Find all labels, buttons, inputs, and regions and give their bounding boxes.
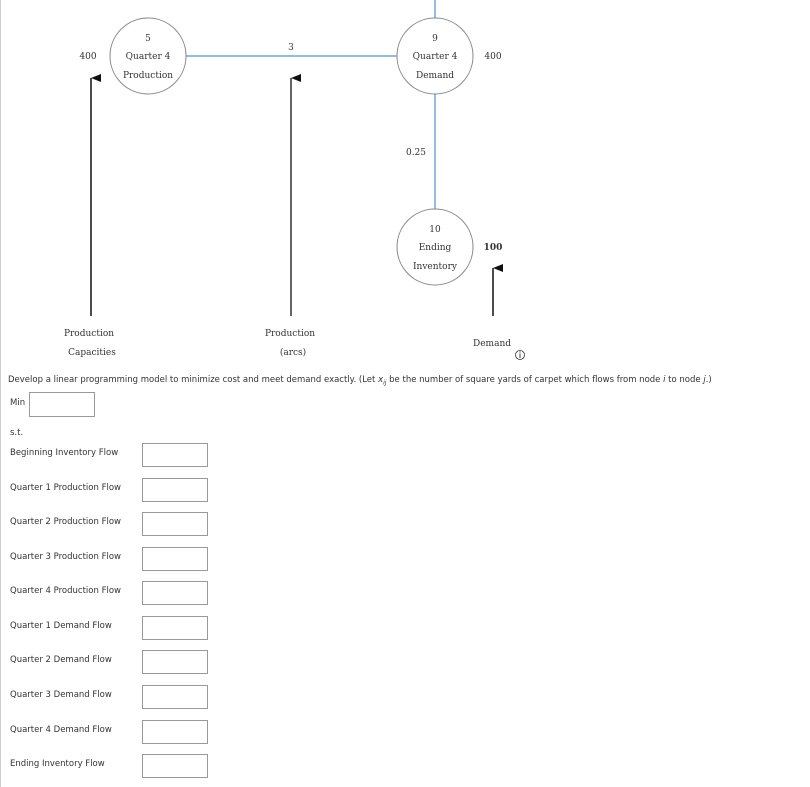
node-10-line1: Ending bbox=[419, 243, 452, 253]
constraint-input[interactable] bbox=[142, 616, 208, 640]
instructions-text-2: be the number of square yards of carpet … bbox=[386, 375, 664, 385]
node-10 bbox=[396, 208, 474, 286]
constraint-label: Quarter 4 Demand Flow bbox=[10, 725, 112, 735]
constraint-label: Beginning Inventory Flow bbox=[10, 448, 119, 458]
legend-arcs-line1: Production bbox=[265, 329, 315, 339]
objective-input[interactable] bbox=[29, 392, 95, 417]
info-icon[interactable] bbox=[515, 350, 525, 360]
legend-arcs-line2: (arcs) bbox=[280, 347, 306, 358]
constraint-label: Quarter 4 Production Flow bbox=[10, 586, 121, 596]
constraint-label: Quarter 1 Production Flow bbox=[10, 483, 121, 493]
constraint-input[interactable] bbox=[142, 512, 208, 536]
node-9-demand: 400 bbox=[484, 52, 501, 62]
instructions: Develop a linear programming model to mi… bbox=[8, 375, 712, 387]
node-5-supply: 400 bbox=[79, 52, 96, 62]
constraint-input[interactable] bbox=[142, 478, 208, 502]
node-9-line2: Demand bbox=[416, 71, 454, 81]
node-5-line2: Production bbox=[123, 71, 173, 81]
node-9-id: 9 bbox=[432, 34, 438, 44]
constraint-input[interactable] bbox=[142, 581, 208, 605]
constraint-input[interactable] bbox=[142, 754, 208, 778]
constraint-input[interactable] bbox=[142, 443, 208, 467]
instructions-text: Develop a linear programming model to mi… bbox=[8, 375, 379, 385]
legend-capacities-line2: Capacities bbox=[68, 348, 116, 358]
variable-subscript: ij bbox=[383, 379, 387, 387]
legend-demand: Demand bbox=[473, 339, 511, 349]
node-10-id: 10 bbox=[429, 225, 441, 235]
node-j: j bbox=[703, 375, 706, 385]
constraint-input[interactable] bbox=[142, 547, 208, 571]
st-label: s.t. bbox=[10, 428, 24, 438]
arc-9-10-cost: 0.25 bbox=[406, 148, 426, 158]
instructions-end: .) bbox=[705, 375, 712, 385]
node-5 bbox=[109, 17, 187, 95]
constraint-input[interactable] bbox=[142, 720, 208, 744]
constraint-label: Quarter 3 Production Flow bbox=[10, 552, 121, 562]
node-9-line1: Quarter 4 bbox=[413, 52, 458, 62]
node-i: i bbox=[663, 375, 666, 385]
node-10-line2: Inventory bbox=[413, 262, 458, 272]
left-border bbox=[0, 0, 1, 787]
constraint-label: Quarter 2 Demand Flow bbox=[10, 655, 112, 665]
node-5-id: 5 bbox=[145, 34, 151, 44]
constraint-label: Quarter 2 Production Flow bbox=[10, 517, 121, 527]
arc-5-9-cost: 3 bbox=[288, 43, 294, 53]
constraint-input[interactable] bbox=[142, 685, 208, 709]
constraint-label: Quarter 1 Demand Flow bbox=[10, 621, 112, 631]
network-diagram: 5 Quarter 4 Production 400 9 Quarter 4 D… bbox=[64, 0, 525, 360]
constraint-label: Ending Inventory Flow bbox=[10, 759, 105, 769]
instructions-text-3: to node bbox=[665, 375, 704, 385]
legend-capacities-line1: Production bbox=[64, 329, 114, 339]
node-10-demand: 100 bbox=[484, 243, 503, 253]
min-label: Min bbox=[10, 398, 26, 408]
node-5-line1: Quarter 4 bbox=[126, 52, 171, 62]
constraint-label: Quarter 3 Demand Flow bbox=[10, 690, 112, 700]
variable-x: x bbox=[378, 375, 384, 385]
node-9 bbox=[396, 17, 474, 95]
constraint-input[interactable] bbox=[142, 650, 208, 674]
